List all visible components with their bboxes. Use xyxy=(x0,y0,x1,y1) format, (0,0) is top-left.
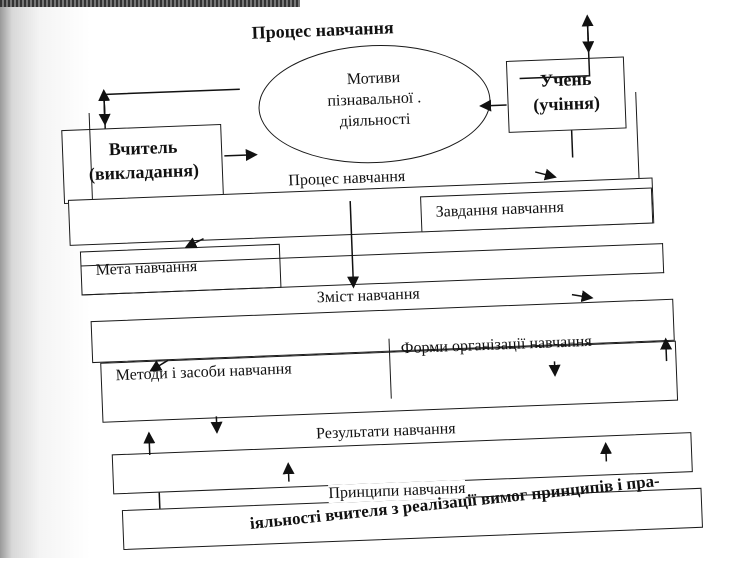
title-right-connector xyxy=(519,37,591,80)
teacher-up-arrow xyxy=(98,88,111,121)
forms-down-arrow xyxy=(548,361,561,377)
page-header-rule xyxy=(0,0,300,7)
scanned-page: Процес навчання Вчитель (викладання) Мот… xyxy=(0,0,755,558)
methods-down-arrow xyxy=(210,416,223,434)
title-left-connector xyxy=(103,88,240,129)
teacher-to-motives-arrow xyxy=(224,149,258,162)
process-to-task-arrow xyxy=(535,168,557,181)
results-left-up-arrow xyxy=(143,431,156,455)
principles-left-line xyxy=(158,492,161,509)
principles-right-up-arrow xyxy=(600,441,613,462)
student-title-up-arrow xyxy=(581,14,594,48)
content-to-methods-arrow xyxy=(149,359,169,372)
principles-up-arrow xyxy=(282,462,295,482)
student-down-line xyxy=(570,130,574,158)
process-to-goal-arrow xyxy=(184,237,204,249)
central-down-arrow xyxy=(347,201,360,289)
right-up-arrow xyxy=(660,337,673,362)
student-to-motives-arrow xyxy=(479,99,507,112)
content-to-forms-arrow xyxy=(571,290,594,303)
